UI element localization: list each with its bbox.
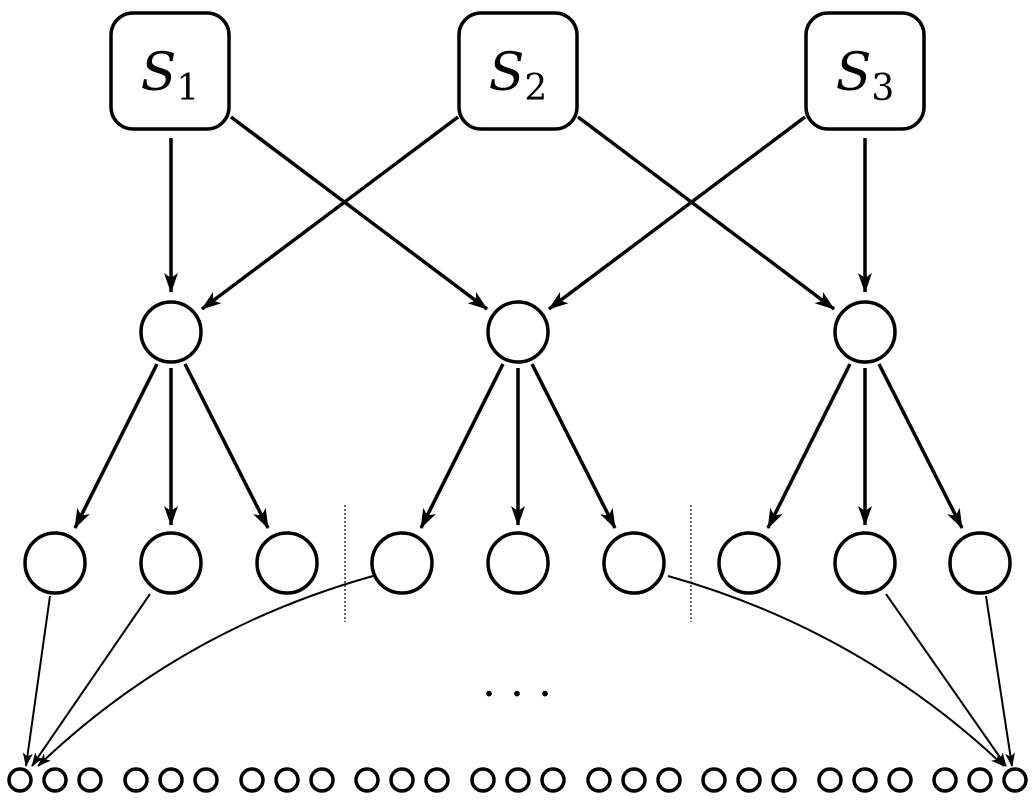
leaf-edges (22, 575, 1015, 767)
leaf-nodes (7, 767, 1028, 793)
leaf-node (193, 767, 219, 793)
leaf-node (470, 767, 496, 793)
leaf-node (852, 767, 878, 793)
source-box-3: S3 (804, 11, 926, 131)
leaf-node (932, 767, 958, 793)
leaf-node (158, 767, 184, 793)
leaf-node (239, 767, 265, 793)
leaf-node (7, 767, 33, 793)
node-l1-2 (486, 300, 550, 364)
source-index: 3 (871, 68, 894, 109)
level1-nodes (139, 300, 897, 364)
leaf-node (771, 767, 797, 793)
source-letter: S (489, 43, 525, 103)
leaf-node (42, 767, 68, 793)
leaf-node (354, 767, 380, 793)
svg-text:S3: S3 (836, 43, 895, 109)
source-letter: S (836, 43, 872, 103)
ellipsis: . . . (482, 656, 552, 707)
leaf-node (505, 767, 531, 793)
group-separators (344, 505, 692, 622)
leaf-node (424, 767, 450, 793)
leaf-node (77, 767, 103, 793)
node-l1-1 (139, 300, 203, 364)
leaf-node (309, 767, 335, 793)
level2-nodes (23, 531, 1012, 595)
leaf-node (736, 767, 762, 793)
edge-s2-n3 (576, 115, 836, 311)
leaf-node (817, 767, 843, 793)
leaf-node (887, 767, 913, 793)
source-letter: S (141, 43, 177, 103)
leaf-node (1002, 767, 1028, 793)
leaf-node (656, 767, 682, 793)
node-l1-3 (833, 300, 897, 364)
source-edges (164, 115, 872, 311)
leaf-node (123, 767, 149, 793)
edge-s2-n1 (200, 115, 460, 311)
leaf-node (540, 767, 566, 793)
leaf-node (389, 767, 415, 793)
source-box-2: S2 (457, 11, 579, 131)
edge-s3-n2 (547, 115, 807, 311)
leaf-node (621, 767, 647, 793)
edge-s1-n2 (229, 115, 489, 311)
leaf-node (274, 767, 300, 793)
source-index: 1 (176, 68, 199, 109)
level1-edges (73, 363, 964, 529)
leaf-node (586, 767, 612, 793)
svg-text:S2: S2 (489, 43, 548, 109)
leaf-node (701, 767, 727, 793)
source-index: 2 (524, 68, 547, 109)
leaf-node (967, 767, 993, 793)
source-box-1: S1 (109, 11, 231, 131)
svg-text:S1: S1 (141, 43, 200, 109)
